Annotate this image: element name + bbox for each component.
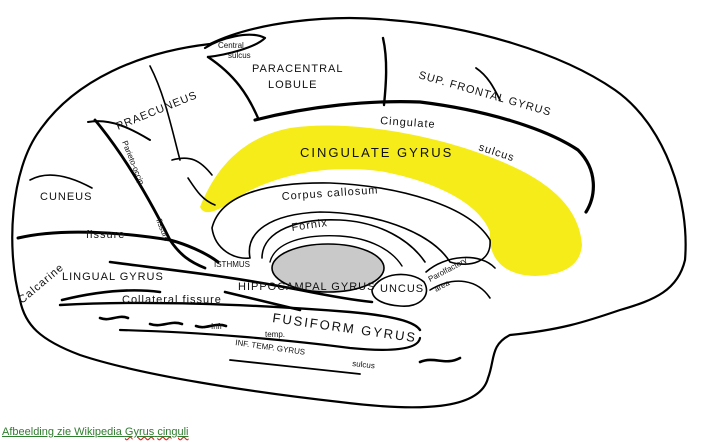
label-isthmus: ISTHMUS [214, 260, 250, 269]
thalamus-shape [271, 243, 385, 293]
praecuneus-sulcus-branch [171, 157, 216, 206]
brain-outline [11, 16, 687, 409]
calcarine-fissure-line [16, 230, 220, 264]
label-cingulate-gyrus: CINGULATE GYRUS [300, 145, 453, 160]
hippocampal-fissure [108, 260, 374, 304]
label-lobule: LOBULE [268, 79, 317, 91]
label-central-sulcus-2: sulcus [228, 51, 251, 60]
label-central-sulcus-1: Central [218, 41, 244, 50]
label-sulcus: sulcus [352, 359, 376, 370]
caption-cinguli: cinguli [157, 426, 189, 438]
label-infr: Infr [211, 322, 223, 331]
paracentral-left-boundary [206, 55, 260, 120]
caption-prefix: Afbeelding zie Wikipedia [2, 426, 125, 438]
label-hippocampal-gyrus: HIPPOCAMPAL GYRUS [238, 281, 375, 293]
cingulate-gyrus-highlight [200, 125, 582, 276]
inferior-temporal-sulcus [98, 315, 228, 329]
label-fornix: Fornix [291, 217, 329, 234]
caption-gyrus: Gyrus [124, 426, 155, 438]
subparietal-sulcus [149, 65, 181, 161]
uncus-outline [371, 273, 428, 307]
parolfactory-curve [425, 256, 496, 299]
temporal-sulcus-right [418, 356, 462, 364]
label-lingual-gyrus: LINGUAL GYRUS [62, 271, 164, 283]
inf-temp-lower-line [229, 359, 361, 375]
fusiform-lower-boundary [118, 328, 422, 351]
praecuneus-lower-boundary [87, 120, 151, 141]
label-calcarine: Calcarine [16, 261, 66, 306]
central-sulcus-line [203, 33, 267, 59]
parieto-occipital-fissure [93, 118, 207, 270]
fusiform-upper-boundary [58, 301, 422, 332]
cingulate-sulcus-line [253, 100, 595, 214]
label-corpus-callosum: Corpus callosum [281, 184, 379, 203]
label-parieto-occip: Parieto-occip. [120, 139, 147, 188]
corpus-callosum-outline [211, 182, 491, 265]
fornix-arc [261, 219, 426, 263]
paracentral-right-boundary [381, 36, 388, 107]
label-paracentral: PARACENTRAL [252, 63, 343, 75]
label-praecuneus: PRAECUNEUS [115, 89, 200, 132]
label-cuneus: CUNEUS [40, 191, 92, 203]
label-temp: temp. [265, 330, 285, 339]
label-fusiform-gyrus: FUSIFORM GYRUS [272, 310, 418, 345]
label-uncus: UNCUS [380, 283, 424, 295]
label-collateral-fissure: Collateral fissure [122, 294, 222, 306]
label-calcarine-fissure: fissure [86, 229, 125, 241]
label-cingulate-sulcus-1: Cingulate [380, 115, 436, 131]
caption-link[interactable]: Afbeelding zie Wikipedia Gyrus cinguli [2, 426, 189, 438]
cuneus-sulcus [29, 174, 93, 189]
fornix-inner-arc [269, 235, 403, 267]
frontal-sulcus-small [475, 67, 501, 101]
